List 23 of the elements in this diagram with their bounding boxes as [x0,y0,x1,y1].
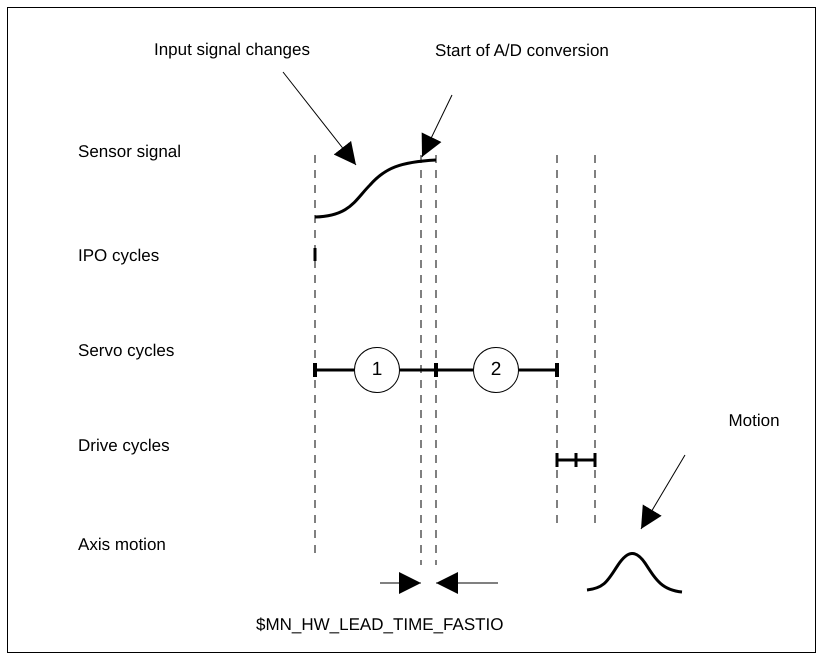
parameter-label: $MN_HW_LEAD_TIME_FASTIO [256,615,504,635]
callout-text: Motion [728,411,780,431]
row-label: Servo cycles [78,341,174,361]
callout-text: Start of A/D conversion [435,41,609,61]
row-label: Drive cycles [78,436,170,456]
servo-cycle-line [317,368,354,372]
servo-cycle-line [519,368,555,372]
step-circle: 2 [473,347,519,393]
step-circle: 1 [354,347,400,393]
servo-cycle-line [400,368,434,372]
cycle-tick [555,363,559,377]
cycle-tick [313,363,317,377]
leader-arrow [282,72,356,166]
row-label: Sensor signal [78,142,182,162]
callout-text: Input signal changes [154,40,310,60]
row-label: Axis motion [78,535,166,555]
axis-motion-curve [586,552,682,594]
cycle-tick [434,363,438,377]
leader-arrow [640,454,686,530]
leader-arrow [422,94,452,158]
servo-cycle-line [438,368,473,372]
sensor-signal-curve [314,158,436,218]
row-label: IPO cycles [78,246,160,266]
